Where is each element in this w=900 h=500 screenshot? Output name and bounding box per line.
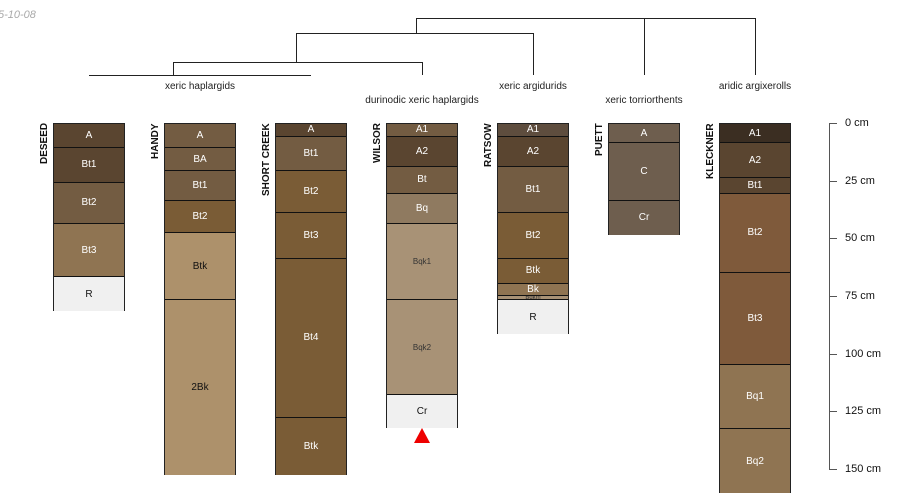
soil-horizon: Btk — [165, 232, 235, 300]
soil-horizon: A2 — [720, 142, 790, 178]
soil-horizon: Bt — [387, 165, 457, 194]
soil-horizon: Bt1 — [498, 165, 568, 212]
date-label: 5-10-08 — [0, 9, 36, 21]
soil-horizon: Bt2 — [276, 170, 346, 212]
scale-tick-label: 0 cm — [845, 117, 869, 129]
scale-tick — [829, 353, 837, 355]
soil-horizon: Bqk2 — [387, 299, 457, 394]
soil-horizon: Btk — [498, 257, 568, 284]
soil-horizon: A1 — [498, 124, 568, 136]
profile-name: SHORT CREEK — [261, 123, 272, 196]
profile-name: PUETT — [594, 123, 605, 156]
group-label: xeric argidurids — [499, 81, 567, 92]
scale-tick-label: 100 cm — [845, 347, 882, 360]
soil-horizon: Bt2 — [165, 200, 235, 233]
group-label: xeric haplargids — [164, 81, 236, 92]
soil-horizon: R — [498, 299, 568, 334]
soil-horizon: BA — [165, 147, 235, 171]
soil-horizon: R — [54, 276, 124, 311]
soil-horizon: 2Bk — [165, 299, 235, 475]
soil-horizon: A — [165, 124, 235, 148]
scale-tick-label: 125 cm — [845, 405, 882, 418]
profile-name: RATSOW — [483, 123, 494, 167]
soil-horizon: Bq1 — [720, 363, 790, 429]
profile-name: DESEED — [39, 122, 50, 164]
scale-tick-label: 150 cm — [845, 463, 882, 475]
soil-horizon: Cr — [387, 393, 457, 429]
scale-tick — [829, 296, 837, 297]
soil-horizon: A1 — [720, 124, 790, 143]
soil-horizon: A2 — [498, 135, 568, 166]
soil-horizon: Bt1 — [720, 177, 790, 194]
group-label: durinodic xeric haplargids — [365, 95, 479, 106]
scale-tick — [829, 469, 837, 470]
scale-tick — [829, 180, 837, 182]
soil-horizon: Bqkm — [498, 294, 568, 300]
profile-name: HANDY — [150, 123, 161, 159]
soil-horizon: Bt3 — [720, 271, 790, 364]
soil-horizon: C — [609, 142, 679, 201]
soil-horizon: A — [54, 124, 124, 148]
soil-horizon: Bt1 — [54, 147, 124, 182]
group-label: xeric torriorthents — [605, 95, 683, 106]
soil-horizon: Bqk1 — [387, 223, 457, 300]
group-label: aridic argixerolls — [718, 81, 792, 92]
soil-horizon: Bk — [498, 283, 568, 295]
soil-horizon: A2 — [387, 135, 457, 166]
soil-horizon: Bq — [387, 193, 457, 224]
scale-tick-label: 25 cm — [845, 174, 875, 187]
warning-triangle-icon — [414, 428, 430, 443]
profile-name: WILSOR — [372, 123, 383, 163]
soil-horizon: Bt3 — [276, 211, 346, 258]
soil-horizon: Bt1 — [276, 135, 346, 171]
soil-horizon: Bq2 — [720, 428, 790, 494]
scale-tick-label: 75 cm — [845, 290, 875, 302]
scale-tick — [829, 123, 837, 124]
scale-tick — [829, 238, 837, 240]
soil-horizon: A1 — [387, 124, 457, 136]
scale-tick-label: 50 cm — [845, 232, 875, 245]
soil-horizon: Bt2 — [54, 181, 124, 224]
soil-horizon: Bt1 — [165, 170, 235, 201]
soil-horizon: Bt4 — [276, 257, 346, 417]
soil-horizon: Bt3 — [54, 223, 124, 277]
scale-tick — [829, 411, 837, 413]
soil-horizon: Bt2 — [498, 211, 568, 258]
soil-horizon: Btk — [276, 416, 346, 475]
soil-horizon: A — [276, 124, 346, 136]
soil-horizon: Cr — [609, 200, 679, 235]
soil-horizon: Bt2 — [720, 193, 790, 272]
soil-horizon: A — [609, 124, 679, 143]
dendrogram — [89, 18, 756, 76]
profile-name: KLECKNER — [705, 123, 716, 179]
